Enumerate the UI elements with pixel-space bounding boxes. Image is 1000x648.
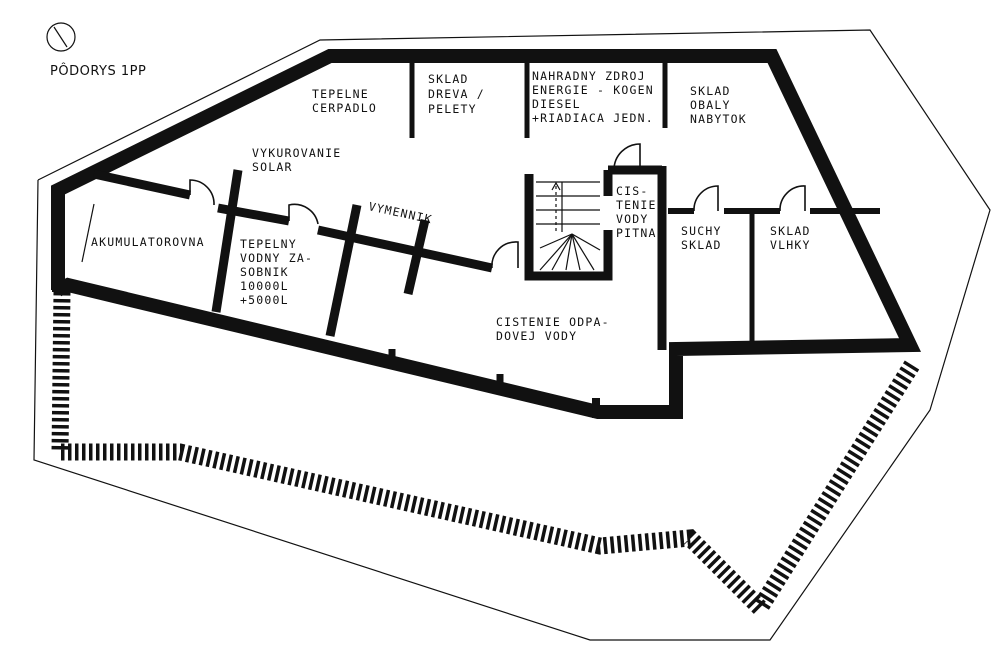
room-label-sklad-dreva: SKLAD DREVA / PELETY xyxy=(428,72,485,116)
room-label-vymennik: VYMENNIK xyxy=(367,199,433,226)
room-label-akumulatorovna: AKUMULATOROVNA xyxy=(91,235,205,249)
svg-text:VYMENNIK: VYMENNIK xyxy=(367,199,433,226)
svg-text:+RIADIACA JEDN.: +RIADIACA JEDN. xyxy=(532,111,654,125)
doors xyxy=(189,143,806,269)
svg-text:TEPELNY: TEPELNY xyxy=(240,237,297,251)
room-label-cistenie-pitna: CIS- TENIE VODY PITNA xyxy=(616,184,657,240)
room-label-sklad-vlhky: SKLAD VLHKY xyxy=(770,224,811,252)
svg-text:DOVEJ VODY: DOVEJ VODY xyxy=(496,329,577,343)
svg-text:SKLAD: SKLAD xyxy=(681,238,722,252)
retaining-wall xyxy=(51,291,920,622)
svg-text:OBALY: OBALY xyxy=(690,98,731,112)
svg-text:VODY: VODY xyxy=(616,212,649,226)
svg-text:TEPELNE: TEPELNE xyxy=(312,87,369,101)
room-label-sklad-obaly: SKLAD OBALY NABYTOK xyxy=(690,84,747,126)
north-arrow-icon xyxy=(46,22,76,52)
room-label-suchy-sklad: SUCHY SKLAD xyxy=(681,224,722,252)
staircase xyxy=(536,181,601,271)
svg-text:SOBNIK: SOBNIK xyxy=(240,265,289,279)
room-label-cistenie-odpadovej: CISTENIE ODPA- DOVEJ VODY xyxy=(496,315,610,343)
svg-text:+5000L: +5000L xyxy=(240,293,289,307)
svg-text:AKUMULATOROVNA: AKUMULATOROVNA xyxy=(91,235,205,249)
svg-text:CIS-: CIS- xyxy=(616,184,649,198)
svg-text:SKLAD: SKLAD xyxy=(770,224,811,238)
plan-title: PÔDORYS 1PP xyxy=(50,63,146,79)
site-outline xyxy=(33,29,991,641)
outer-walls xyxy=(51,49,922,419)
interior-walls xyxy=(81,60,880,418)
svg-text:VLHKY: VLHKY xyxy=(770,238,811,252)
svg-text:SKLAD: SKLAD xyxy=(428,72,469,86)
svg-text:PITNA: PITNA xyxy=(616,226,657,240)
svg-text:DREVA /: DREVA / xyxy=(428,87,485,101)
svg-text:VYKUROVANIE: VYKUROVANIE xyxy=(252,146,341,160)
room-label-tepelne-cerpadlo: TEPELNE CERPADLO xyxy=(312,87,377,115)
room-label-vykurovanie: VYKUROVANIE SOLAR xyxy=(252,146,341,174)
svg-text:SUCHY: SUCHY xyxy=(681,224,722,238)
svg-text:TENIE: TENIE xyxy=(616,198,657,212)
svg-text:SKLAD: SKLAD xyxy=(690,84,731,98)
svg-text:ENERGIE - KOGEN: ENERGIE - KOGEN xyxy=(532,83,654,97)
svg-text:CERPADLO: CERPADLO xyxy=(312,101,377,115)
svg-text:PELETY: PELETY xyxy=(428,102,477,116)
svg-text:NABYTOK: NABYTOK xyxy=(690,112,747,126)
svg-text:10000L: 10000L xyxy=(240,279,289,293)
room-label-tepelny-zasobnik: TEPELNY VODNY ZA- SOBNIK 10000L +5000L xyxy=(240,237,313,307)
svg-text:DIESEL: DIESEL xyxy=(532,97,581,111)
svg-text:SOLAR: SOLAR xyxy=(252,160,293,174)
svg-text:CISTENIE ODPA-: CISTENIE ODPA- xyxy=(496,315,610,329)
svg-text:VODNY ZA-: VODNY ZA- xyxy=(240,251,313,265)
room-label-nahradny-zdroj: NAHRADNY ZDROJ ENERGIE - KOGEN DIESEL +R… xyxy=(532,69,654,125)
svg-text:NAHRADNY ZDROJ: NAHRADNY ZDROJ xyxy=(532,69,646,83)
